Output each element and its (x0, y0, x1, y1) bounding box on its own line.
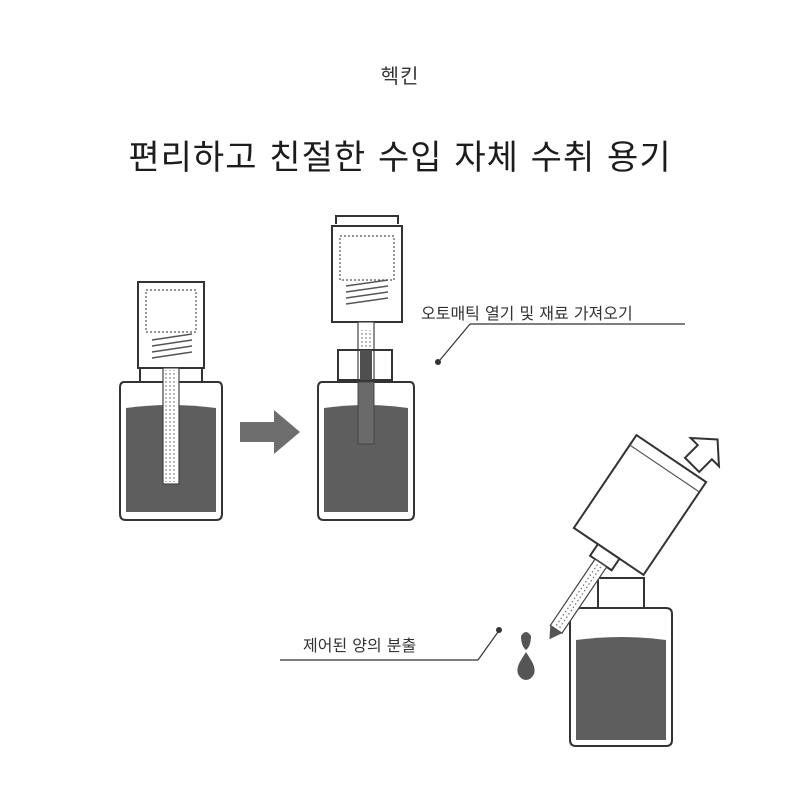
brand-name: 헥킨 (380, 64, 420, 88)
bottle-opening (317, 215, 415, 521)
bottle-dispensing (569, 577, 673, 747)
dropper-tilted (549, 433, 708, 640)
liquid (576, 637, 666, 740)
headline: 편리하고 친절한 수입 자체 수취 용기 (128, 138, 672, 178)
liquid (324, 405, 408, 512)
callout-auto-open: 오토매틱 열기 및 재료 가져오기 (421, 304, 633, 323)
callout-dispense-leader (280, 627, 502, 661)
bottle-closed (119, 281, 223, 521)
arrow-right-icon (240, 410, 300, 454)
press-arrow-icon (683, 436, 721, 474)
cap-thread (345, 279, 389, 305)
liquid-drops (517, 632, 535, 680)
callout-controlled-dispense: 제어된 양의 분출 (303, 636, 417, 655)
callout-auto-open-leader (435, 323, 685, 365)
cap-thread (151, 333, 193, 359)
